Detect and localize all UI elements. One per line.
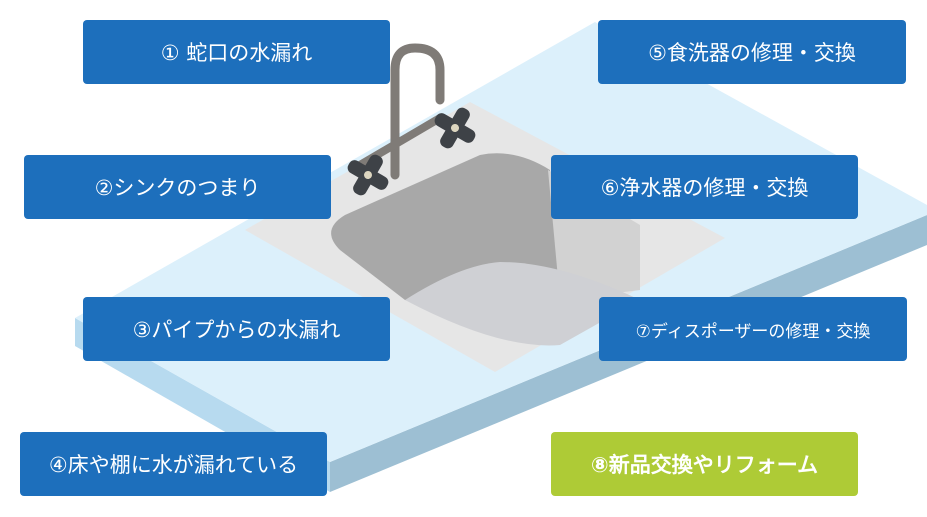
sink-basin-floor <box>405 262 640 346</box>
label-disposer[interactable]: ⑦ディスポーザーの修理・交換 <box>599 297 907 361</box>
label-water-purifier[interactable]: ⑥浄水器の修理・交換 <box>551 155 858 219</box>
label-sink-clog[interactable]: ②シンクのつまり <box>24 155 331 219</box>
label-dishwasher[interactable]: ⑤食洗器の修理・交換 <box>598 20 906 84</box>
label-floor-leak[interactable]: ④床や棚に水が漏れている <box>20 432 327 496</box>
label-pipe-leak[interactable]: ③パイプからの水漏れ <box>83 297 390 361</box>
label-faucet-leak[interactable]: ① 蛇口の水漏れ <box>83 20 390 84</box>
faucet-icon <box>347 43 476 196</box>
label-renovation[interactable]: ⑧新品交換やリフォーム <box>551 432 858 496</box>
